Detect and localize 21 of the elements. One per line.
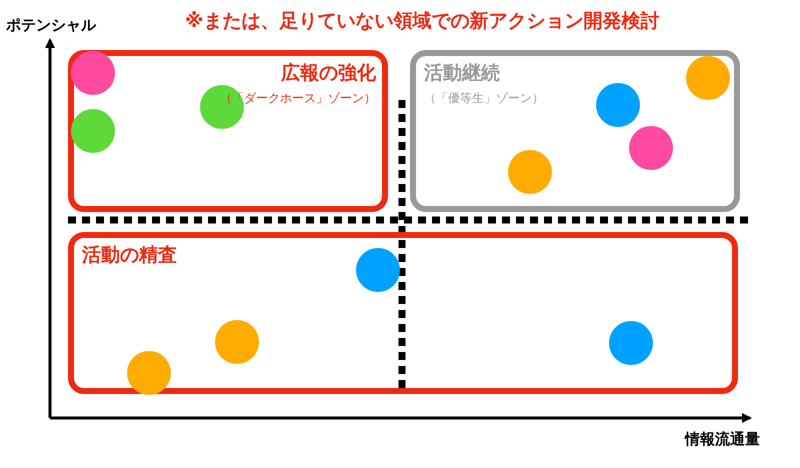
dot-marker <box>200 85 244 129</box>
zone-heading: 広報の強化 <box>281 61 376 86</box>
zone-box <box>68 50 388 212</box>
axis-label: ポテンシャル <box>6 16 96 35</box>
zone-box <box>68 232 738 394</box>
zone-heading: 活動の精査 <box>82 243 177 268</box>
dot-marker <box>215 320 259 364</box>
dot-marker <box>686 56 730 100</box>
dot-marker <box>609 321 653 365</box>
dot-marker <box>596 83 640 127</box>
title-note: ※または、足りていない領域での新アクション開発検討 <box>185 9 660 34</box>
axis-label: 情報流通量 <box>685 430 760 449</box>
dot-marker <box>71 109 115 153</box>
zone-subtitle: （「優等生」ゾーン） <box>424 90 544 107</box>
zone-heading: 活動継続 <box>424 61 500 86</box>
dot-marker <box>629 126 673 170</box>
dot-marker <box>127 351 171 395</box>
zone-box <box>410 50 740 212</box>
dot-marker <box>71 51 115 95</box>
dot-marker <box>508 150 552 194</box>
dot-marker <box>356 248 400 292</box>
